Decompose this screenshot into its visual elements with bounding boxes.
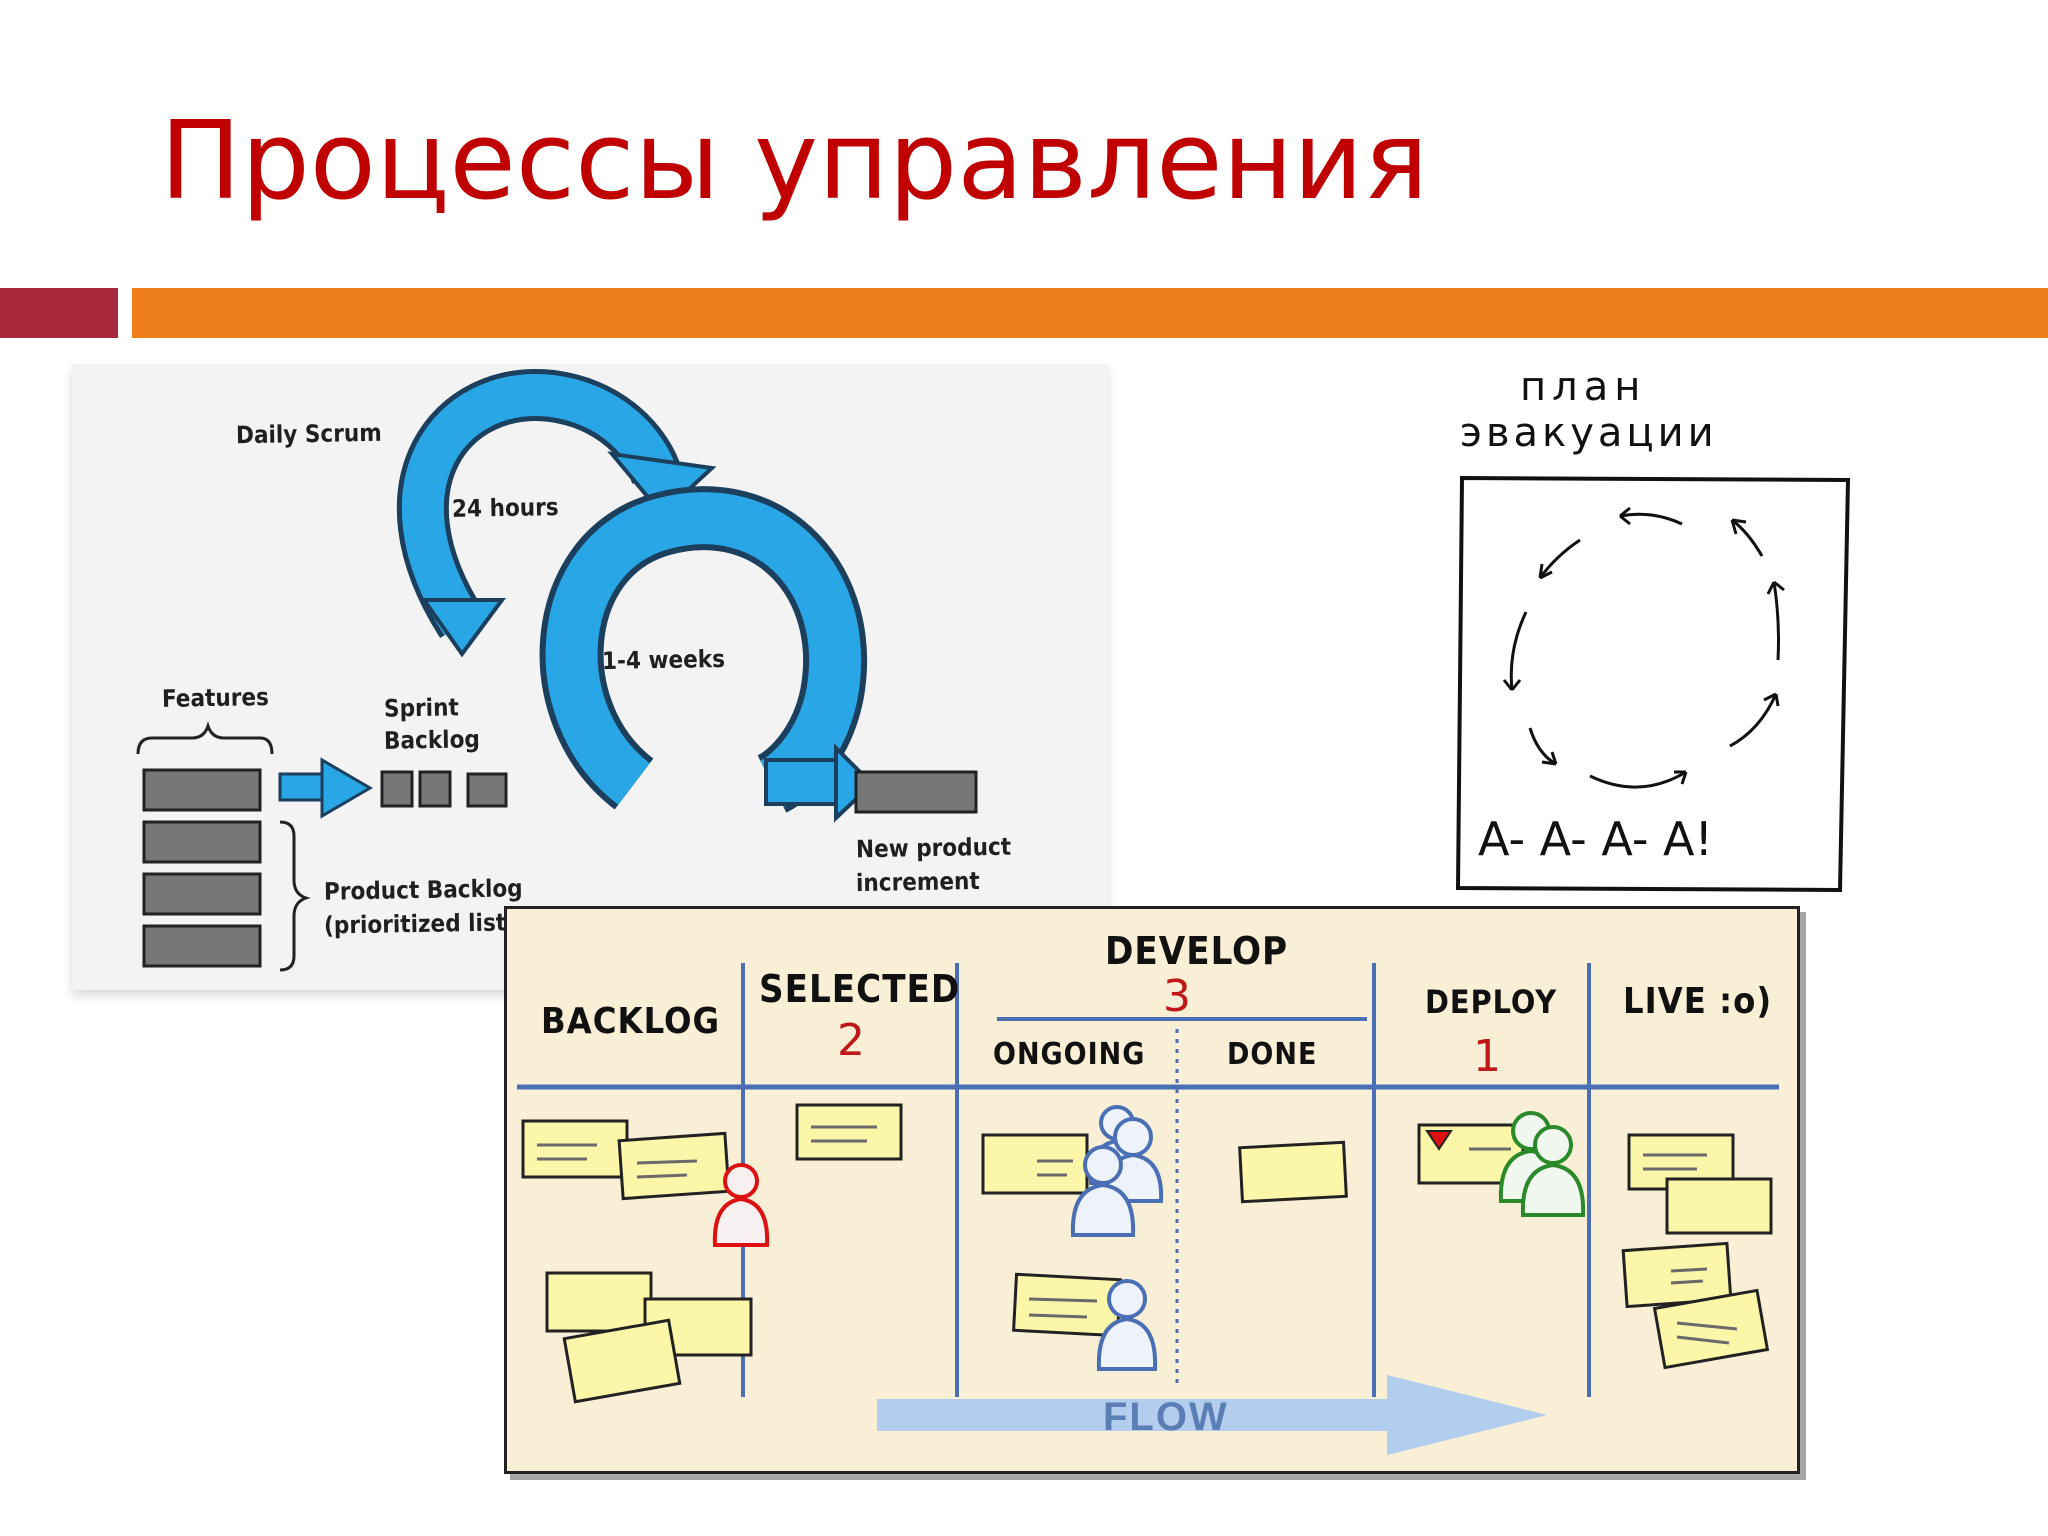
person-green-team xyxy=(1498,1111,1586,1217)
sticky-note xyxy=(521,1119,629,1179)
sticky-note-lines xyxy=(537,1125,1738,1345)
sticky-note xyxy=(1238,1140,1348,1204)
features-brace xyxy=(136,721,274,755)
backlog-item xyxy=(142,872,262,916)
column-live-label: LIVE :o) xyxy=(1623,981,1773,1022)
sprint-item xyxy=(418,770,452,808)
backlog-item xyxy=(142,820,262,864)
backlog-transfer-arrowhead xyxy=(320,757,373,819)
column-develop-label: DEVELOP xyxy=(1105,929,1289,973)
weeks-label: 1-4 weeks xyxy=(601,644,726,676)
features-label: Features xyxy=(161,683,270,713)
column-backlog-label: BACKLOG xyxy=(541,1001,721,1042)
person-red xyxy=(712,1163,770,1247)
evacuation-title-line2: эвакуации xyxy=(1460,410,1718,456)
column-selected-label: SELECTED xyxy=(759,967,961,1011)
sticky-note xyxy=(1012,1272,1122,1338)
flow-arrow xyxy=(877,1375,1547,1455)
sprint-backlog-label-1: Sprint xyxy=(383,693,460,723)
deploy-wip-limit: 1 xyxy=(1473,1031,1501,1082)
sticky-note xyxy=(545,1271,653,1333)
scrum-diagram-graphic xyxy=(136,369,978,972)
sticky-note xyxy=(617,1131,731,1201)
sticky-note xyxy=(795,1103,903,1161)
daily-scrum-label: Daily Scrum xyxy=(235,418,382,450)
sprint-item xyxy=(380,770,414,808)
circular-arrows xyxy=(1502,506,1785,789)
sprint-backlog-items xyxy=(380,770,508,808)
increment-label-2: increment xyxy=(855,866,980,898)
accent-bar-red xyxy=(0,288,118,338)
person-blue-team xyxy=(1070,1105,1164,1371)
sprint-cycle-arrow-tail xyxy=(764,758,838,806)
sprint-item xyxy=(466,772,508,808)
evacuation-plan-graphic xyxy=(1455,475,1851,893)
evacuation-plan-sketch: план эвакуации A- A- A- A! xyxy=(1440,360,1860,900)
column-deploy-label: DEPLOY xyxy=(1425,983,1558,1021)
selected-wip-limit: 2 xyxy=(837,1015,865,1066)
product-backlog-items xyxy=(142,768,262,968)
develop-wip-limit: 3 xyxy=(1163,971,1191,1022)
blocker-flag xyxy=(1425,1130,1453,1151)
product-backlog-brace xyxy=(279,820,311,972)
kanban-board-graphic xyxy=(517,963,1779,1455)
evacuation-title-line1: план xyxy=(1520,364,1647,410)
increment-label-1: New product xyxy=(855,832,1012,864)
backlog-item xyxy=(142,924,262,968)
scrum-diagram: Daily Scrum 24 hours 1-4 weeks Features … xyxy=(72,364,1108,990)
daily-scrum-arrowhead-2 xyxy=(420,598,506,658)
develop-done-label: DONE xyxy=(1227,1037,1318,1072)
sticky-note xyxy=(1652,1288,1770,1370)
sticky-note xyxy=(1665,1177,1773,1235)
sprint-cycle-arrowhead xyxy=(834,743,875,823)
sticky-note xyxy=(981,1133,1089,1195)
backlog-item xyxy=(142,768,262,812)
slide-title: Процессы управления xyxy=(160,99,1429,224)
hours-label: 24 hours xyxy=(451,493,559,523)
kanban-board: BACKLOG SELECTED 2 DEVELOP 3 ONGOING DON… xyxy=(504,906,1800,1474)
backlog-transfer-arrow-body xyxy=(278,772,326,802)
product-increment xyxy=(854,770,978,814)
evacuation-scream: A- A- A- A! xyxy=(1478,812,1713,866)
flow-label: FLOW xyxy=(1103,1395,1229,1439)
evacuation-frame xyxy=(1455,475,1851,893)
accent-bar-orange xyxy=(132,288,2048,338)
product-backlog-label-1: Product Backlog xyxy=(323,874,523,906)
sticky-notes xyxy=(521,1103,1773,1404)
product-backlog-label-2: (prioritized list xyxy=(323,908,507,940)
sticky-note xyxy=(562,1318,682,1404)
develop-ongoing-label: ONGOING xyxy=(993,1037,1146,1072)
sprint-backlog-label-2: Backlog xyxy=(383,725,481,755)
